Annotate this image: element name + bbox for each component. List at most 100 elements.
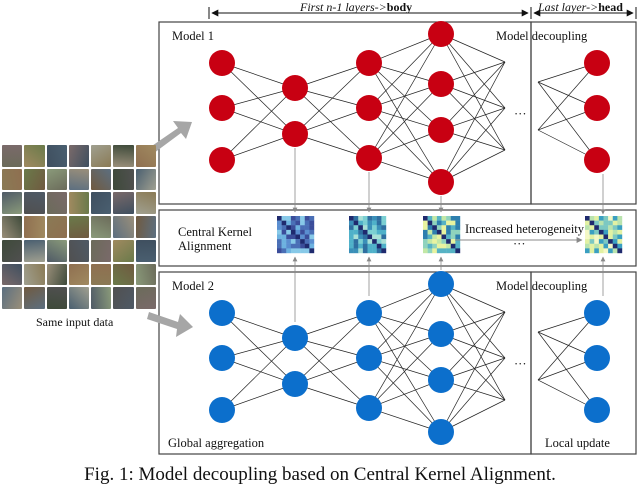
body-header-text: First n-1 layers->body	[300, 0, 413, 14]
model2-node	[428, 367, 454, 393]
cka-cell	[281, 216, 287, 221]
model2-edge	[368, 312, 442, 433]
cka-cell	[432, 243, 438, 249]
cka-cell	[353, 216, 359, 221]
model2-edge	[440, 357, 506, 433]
cka-cell	[367, 239, 373, 244]
cka-cell	[372, 248, 377, 254]
cka-cell	[612, 239, 618, 244]
input-image-thumbnail	[46, 168, 67, 191]
cka-cell	[349, 216, 354, 221]
cka-cell	[608, 239, 613, 244]
cka-cell	[286, 239, 292, 244]
cka-cell	[450, 234, 456, 240]
cka-cell	[608, 234, 613, 240]
cka-cell	[290, 234, 296, 240]
cka-cell	[608, 216, 613, 221]
model1-edge	[294, 62, 370, 135]
cka-cell	[432, 229, 438, 235]
cka-cell	[286, 234, 292, 240]
cka-cell	[286, 225, 292, 231]
cka-cell	[381, 243, 387, 249]
cka-cell	[441, 243, 447, 249]
cka-cell	[441, 234, 447, 240]
model1-node	[282, 75, 308, 101]
cka-cell	[372, 220, 377, 226]
cka-cell	[286, 229, 292, 235]
input-image-thumbnail	[46, 263, 67, 286]
cka-cell	[353, 239, 359, 244]
input-arrows	[146, 121, 193, 337]
cka-cell	[427, 229, 433, 235]
model2-edges	[221, 283, 598, 433]
cka-cell	[598, 234, 604, 240]
cka-cell	[381, 216, 387, 221]
cka-cell	[295, 216, 301, 221]
cka-cell	[367, 243, 373, 249]
model2-edge	[368, 333, 442, 409]
cka-cell	[362, 248, 368, 254]
cka-cell	[286, 216, 292, 221]
model1-node	[282, 121, 308, 147]
input-image-thumbnail	[68, 216, 90, 238]
model2-decoupling-label: Model decoupling	[496, 279, 588, 293]
cka-cell	[436, 229, 442, 235]
local-update-label: Local update	[545, 436, 610, 450]
cka-cell	[612, 220, 618, 226]
model1-node	[209, 95, 235, 121]
cka-cell	[277, 225, 282, 231]
cka-cell	[304, 239, 310, 244]
global-aggregation-label: Global aggregation	[168, 436, 265, 450]
input-image-thumbnail	[2, 192, 23, 215]
cka-cell	[349, 234, 354, 240]
cka-cell	[358, 234, 364, 240]
cka-cell	[286, 220, 292, 226]
cka-cell	[304, 220, 310, 226]
cka-cell	[423, 216, 428, 221]
model1-edge	[440, 61, 506, 183]
cka-cell	[603, 234, 609, 240]
input-arrow-model1	[146, 121, 192, 156]
cka-cell	[423, 239, 428, 244]
cka-cell	[372, 225, 377, 231]
cka-cell	[589, 248, 595, 254]
model2-edge	[440, 283, 506, 359]
cka-matrix	[349, 216, 387, 254]
model1-node	[428, 21, 454, 47]
model1-node	[584, 50, 610, 76]
cka-cell	[617, 234, 623, 240]
cka-cell	[423, 243, 428, 249]
cka-cell	[441, 229, 447, 235]
figure-caption: Fig. 1: Model decoupling based on Centra…	[84, 464, 556, 485]
input-image-thumbnail	[91, 239, 112, 262]
cka-cell	[436, 239, 442, 244]
cka-cell	[598, 248, 604, 254]
model2-node	[584, 300, 610, 326]
model1-node	[428, 71, 454, 97]
model2-node	[584, 397, 610, 423]
cka-cell	[353, 229, 359, 235]
input-image-thumbnail	[68, 263, 90, 286]
cka-label-line2: Alignment	[178, 239, 232, 253]
cka-cell	[362, 229, 368, 235]
cka-cell	[295, 248, 301, 254]
cka-cell	[281, 234, 287, 240]
cka-cell	[436, 225, 442, 231]
cka-cell	[277, 220, 282, 226]
input-image-thumbnail	[68, 239, 90, 262]
cka-cell	[432, 234, 438, 240]
cka-cell	[612, 225, 618, 231]
cka-cell	[309, 243, 315, 249]
cka-cell	[617, 248, 623, 254]
cka-cell	[455, 243, 461, 249]
cka-cell	[432, 216, 438, 221]
cka-cell	[367, 234, 373, 240]
cka-cell	[300, 220, 305, 226]
cka-cell	[612, 248, 618, 254]
model2-title: Model 2	[172, 279, 215, 293]
cka-cell	[594, 225, 600, 231]
input-image-thumbnail	[91, 145, 112, 167]
cka-cell	[594, 220, 600, 226]
cka-cell	[446, 225, 451, 231]
cka-cell	[617, 239, 623, 244]
